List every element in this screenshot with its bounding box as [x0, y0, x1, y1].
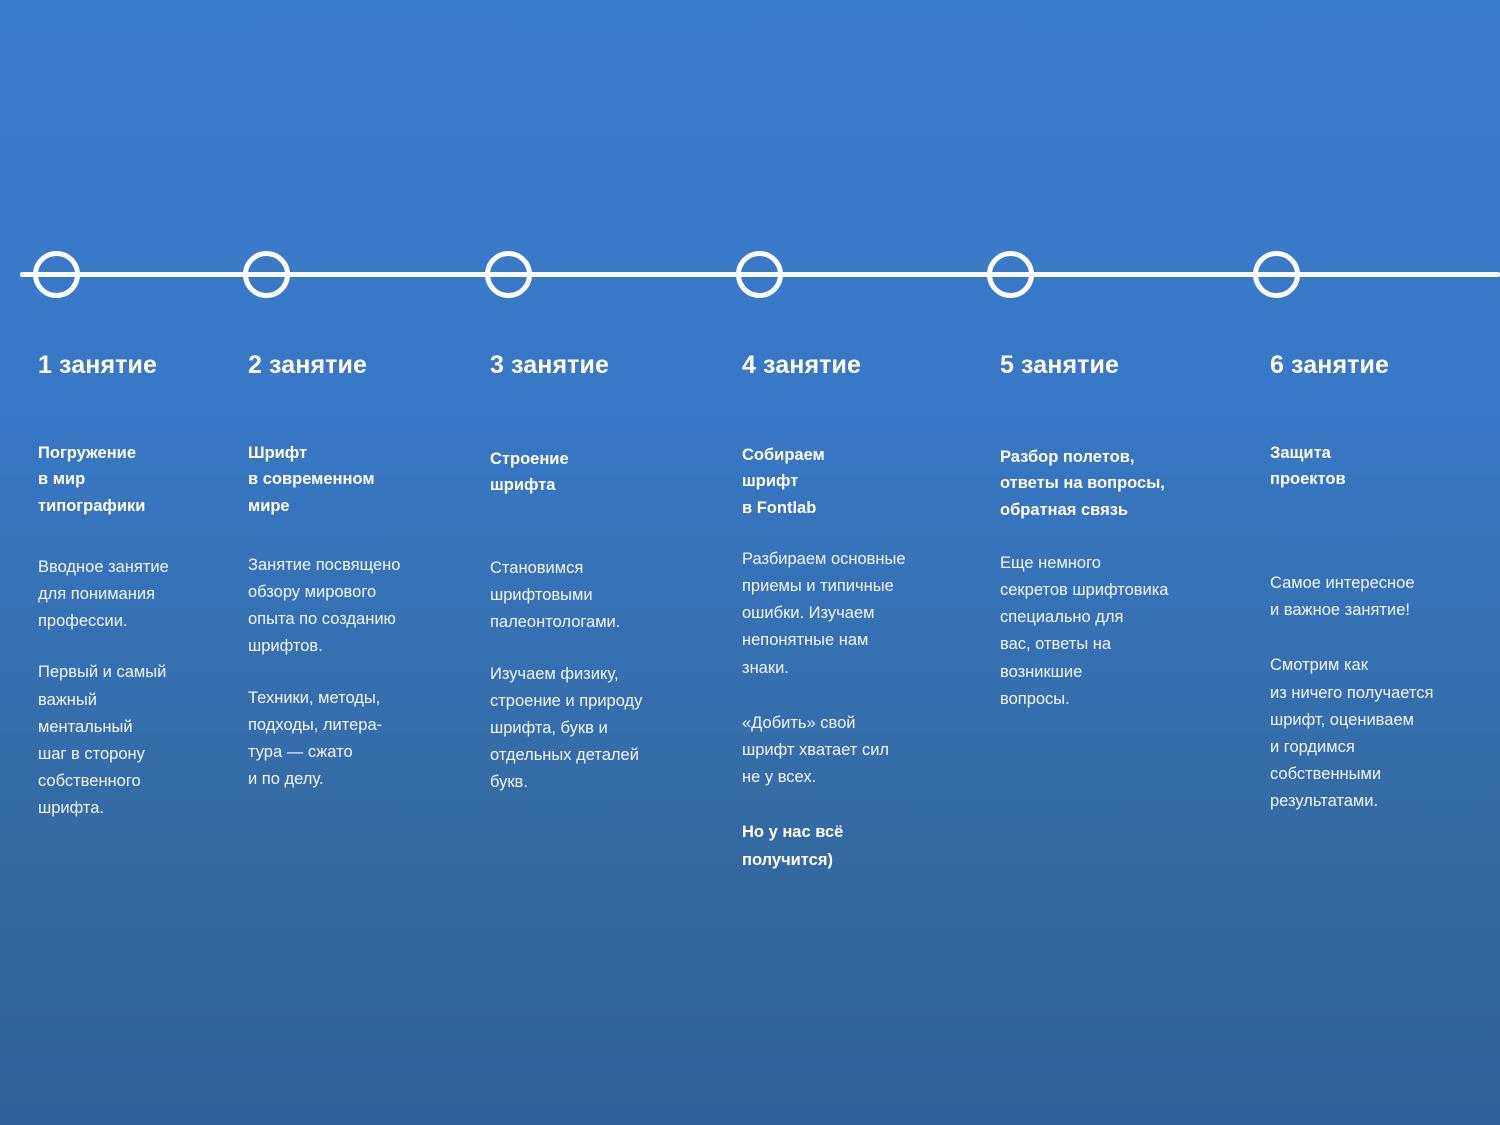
lesson-heading-5: 5 занятие [1000, 351, 1119, 379]
lesson-column-6: 6 занятие Защита проектов Самое интересн… [1270, 351, 1490, 816]
lesson-body-5-0: Еще немного секретов шрифтовика специаль… [1000, 553, 1169, 708]
lesson-body-2-0: Занятие посвящено обзору мирового опыта … [248, 555, 401, 656]
lesson-column-3: 3 занятие Строение шрифта Становимся шри… [490, 351, 705, 797]
lesson-subtitle-1: Погружение в мир типографики [38, 443, 146, 515]
lesson-body-4-0: Разбираем основные приемы и типичные оши… [742, 549, 906, 677]
lesson-body-3-1: Изучаем физику, строение и природу шрифт… [490, 664, 643, 792]
lesson-column-2: 2 занятие Шрифт в современном мире Занят… [248, 351, 453, 793]
lesson-body-1-0: Вводное занятие для понимания профессии. [38, 557, 169, 631]
lesson-body-2-1: Техники, методы, подходы, литера- тура —… [248, 688, 383, 789]
lesson-body-4-1: «Добить» свой шрифт хватает сил не у все… [742, 713, 890, 787]
lesson-heading-2: 2 занятие [248, 351, 367, 379]
lesson-body-6-1: Смотрим как из ничего получается шрифт, … [1270, 656, 1434, 811]
lesson-subtitle-6: Защита проектов [1270, 443, 1346, 489]
lesson-heading-4: 4 занятие [742, 351, 861, 379]
lesson-subtitle-3: Строение шрифта [490, 449, 569, 495]
lesson-heading-1: 1 занятие [38, 351, 157, 379]
lesson-column-5: 5 занятие Разбор полетов, ответы на вопр… [1000, 351, 1235, 713]
lesson-heading-6: 6 занятие [1270, 351, 1389, 379]
lesson-subtitle-5: Разбор полетов, ответы на вопросы, обрат… [1000, 447, 1165, 519]
lesson-subtitle-4: Собираем шрифт в Fontlab [742, 445, 825, 517]
lesson-body-1-1: Первый и самый важный ментальный шаг в с… [38, 663, 167, 818]
lesson-column-4: 4 занятие Собираем шрифт в Fontlab Разби… [742, 351, 967, 874]
lesson-heading-3: 3 занятие [490, 351, 609, 379]
lesson-body-3-0: Становимся шрифтовыми палеонтологами. [490, 558, 621, 632]
lesson-body-6-0: Самое интересное и важное занятие! [1270, 573, 1415, 620]
lesson-body-4-strong: Но у нас всё получится) [742, 823, 844, 869]
lesson-column-1: 1 занятие Погружение в мир типографики В… [38, 351, 218, 823]
lesson-subtitle-2: Шрифт в современном мире [248, 443, 375, 515]
